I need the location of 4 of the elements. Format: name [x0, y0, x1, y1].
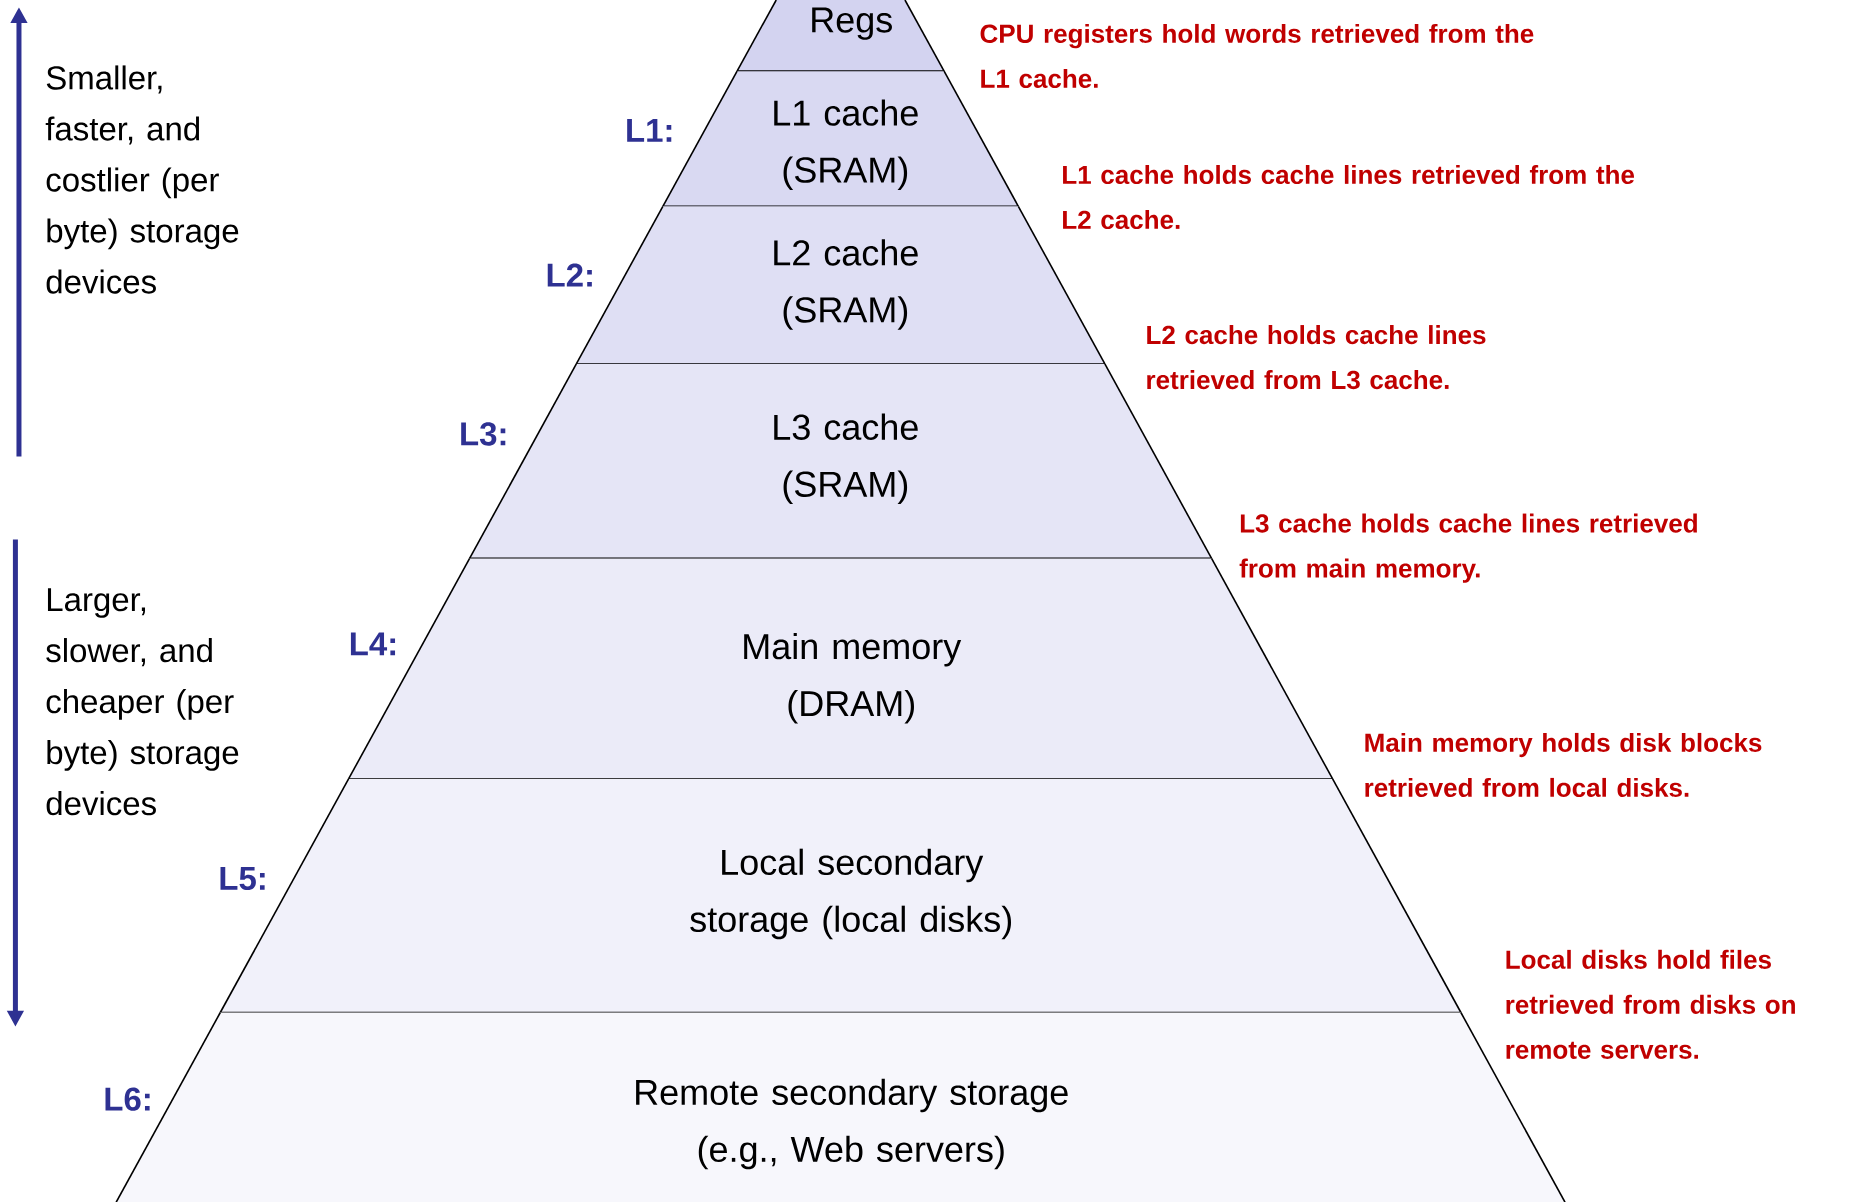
pyramid-level: Regs — [736, 0, 945, 72]
level-label: L4: — [350, 632, 396, 656]
level-label: L5: — [220, 866, 265, 890]
side-note: Smaller, faster, and costlier (per byte) storage devices — [45, 65, 239, 294]
